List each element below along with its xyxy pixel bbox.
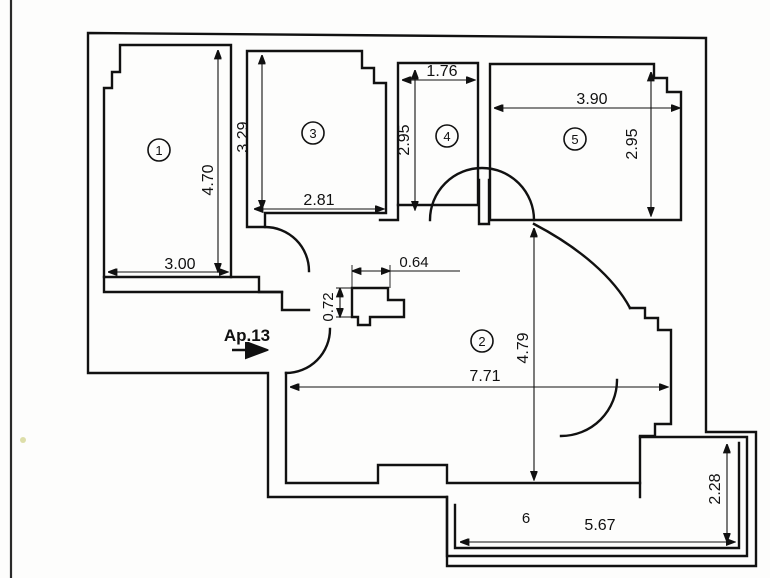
room-2-walls [102, 43, 233, 279]
dim-label-0-72: 0.72 [320, 292, 337, 321]
balcony-outer [445, 435, 749, 558]
dim-label-0-64: 0.64 [399, 254, 428, 271]
room-3-walls [245, 49, 388, 229]
room-marker-5: 5 [563, 127, 587, 151]
room-1-circle [470, 329, 494, 353]
room-marker-2: 1 [147, 138, 171, 162]
dim-label-2-95-a: 2.95 [396, 124, 413, 155]
dim-label-3-00: 3.00 [164, 256, 195, 273]
room-3-number: 3 [309, 126, 316, 141]
dim-label-7-71: 7.71 [469, 368, 500, 385]
dim-label-5-67: 5.67 [584, 517, 615, 534]
room-2-number: 1 [155, 143, 162, 158]
outer-envelope [86, 31, 758, 568]
dim-label-3-29: 3.29 [235, 121, 252, 152]
room-marker-4: 4 [435, 124, 459, 148]
entry-door-arc [284, 327, 332, 375]
living-inner-lower-wall [284, 371, 642, 485]
hall-pier [477, 178, 491, 226]
balcony-inner [453, 441, 741, 550]
room-5-walls [488, 62, 683, 222]
dim-label-4-70: 4.70 [200, 164, 217, 195]
living-curve-upper [532, 222, 632, 310]
hall-arch [428, 166, 536, 222]
dim-label-2-28: 2.28 [707, 473, 724, 504]
room-marker-1: 2 [470, 329, 494, 353]
room-marker-3: 3 [301, 121, 325, 145]
dim-label-2-81: 2.81 [303, 192, 334, 209]
room2-lower-wall [102, 275, 284, 294]
room2-door-arc [263, 225, 311, 273]
fixture-outline [350, 286, 406, 327]
room-1-number: 2 [478, 334, 485, 349]
scan-speck [20, 437, 26, 443]
dimension-labels: 4.70 3.00 3.29 2.81 1.76 2.95 3.90 2.95 … [164, 63, 724, 534]
room-4-circle [435, 124, 459, 148]
room-4-number: 4 [443, 129, 450, 144]
room-3-circle [301, 121, 325, 145]
room-6-number: 6 [522, 510, 530, 527]
room-4-hall-jog [378, 203, 400, 222]
room-number-markers: 1 3 4 5 2 6 [147, 121, 587, 527]
room-2-circle [147, 138, 171, 162]
apartment-label: Ap.13 [224, 326, 270, 345]
dim-label-3-90: 3.90 [576, 91, 607, 108]
room-5-number: 5 [571, 132, 578, 147]
room-5-circle [563, 127, 587, 151]
dim-label-2-95-b: 2.95 [624, 128, 641, 159]
dim-label-1-76: 1.76 [426, 63, 457, 80]
dim-label-4-79: 4.79 [515, 332, 532, 363]
